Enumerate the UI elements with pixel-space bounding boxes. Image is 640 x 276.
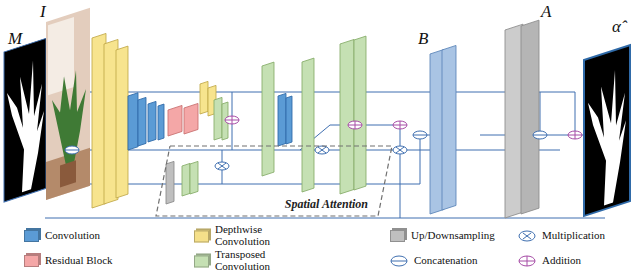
input-mask xyxy=(4,38,46,202)
legend-symbol xyxy=(518,230,536,242)
legend-text: Depthwise Convolution xyxy=(215,224,279,247)
dashed-outline xyxy=(156,146,392,216)
feature-a xyxy=(505,20,539,218)
legend-entry: Convolution xyxy=(24,230,100,242)
attention-region: Spatial Attention xyxy=(156,146,392,216)
sampling-layer xyxy=(166,161,174,204)
legend-entry: Depthwise Convolution xyxy=(194,224,279,247)
residual-block xyxy=(168,103,198,136)
legend-symbol xyxy=(390,255,408,267)
input-image xyxy=(46,8,90,200)
legend-text: Addition xyxy=(542,255,581,267)
concat-operator xyxy=(65,131,547,154)
legend-entry: Addition xyxy=(518,255,581,267)
feature-b xyxy=(430,45,456,214)
legend-text: Concatenation xyxy=(414,255,478,267)
legend-swatch xyxy=(194,230,209,242)
legend-swatch xyxy=(194,255,209,267)
legend-entry: Up/Downsampling xyxy=(390,230,495,242)
transposed-conv-layer xyxy=(182,36,366,196)
tensor-label: α̂ xyxy=(612,18,621,37)
tensor-label: I xyxy=(40,3,46,22)
legend-entry: Transposed Convolution xyxy=(194,249,279,272)
region-title: Spatial Attention xyxy=(283,198,370,211)
legend-entry: Residual Block xyxy=(24,255,113,267)
tensor-label: B xyxy=(418,30,428,49)
legend-text: Multiplication xyxy=(542,230,605,242)
legend-text: Convolution xyxy=(45,230,100,242)
legend-text: Transposed Convolution xyxy=(215,249,279,272)
legend-symbol xyxy=(518,255,536,267)
legend-swatch xyxy=(24,255,39,267)
legend-swatch xyxy=(390,230,405,242)
tensor-label: A xyxy=(541,3,551,22)
legend-text: Residual Block xyxy=(45,255,113,267)
legend-entry: Multiplication xyxy=(518,230,605,242)
output-matte xyxy=(584,45,630,216)
legend-entry: Concatenation xyxy=(390,255,478,267)
add-operator xyxy=(225,116,582,139)
legend-swatch xyxy=(24,230,39,242)
depthwise-layer xyxy=(92,33,216,208)
multiply-operator xyxy=(215,146,407,170)
legend-text: Up/Downsampling xyxy=(411,230,495,242)
tensor-label: M xyxy=(8,30,22,49)
